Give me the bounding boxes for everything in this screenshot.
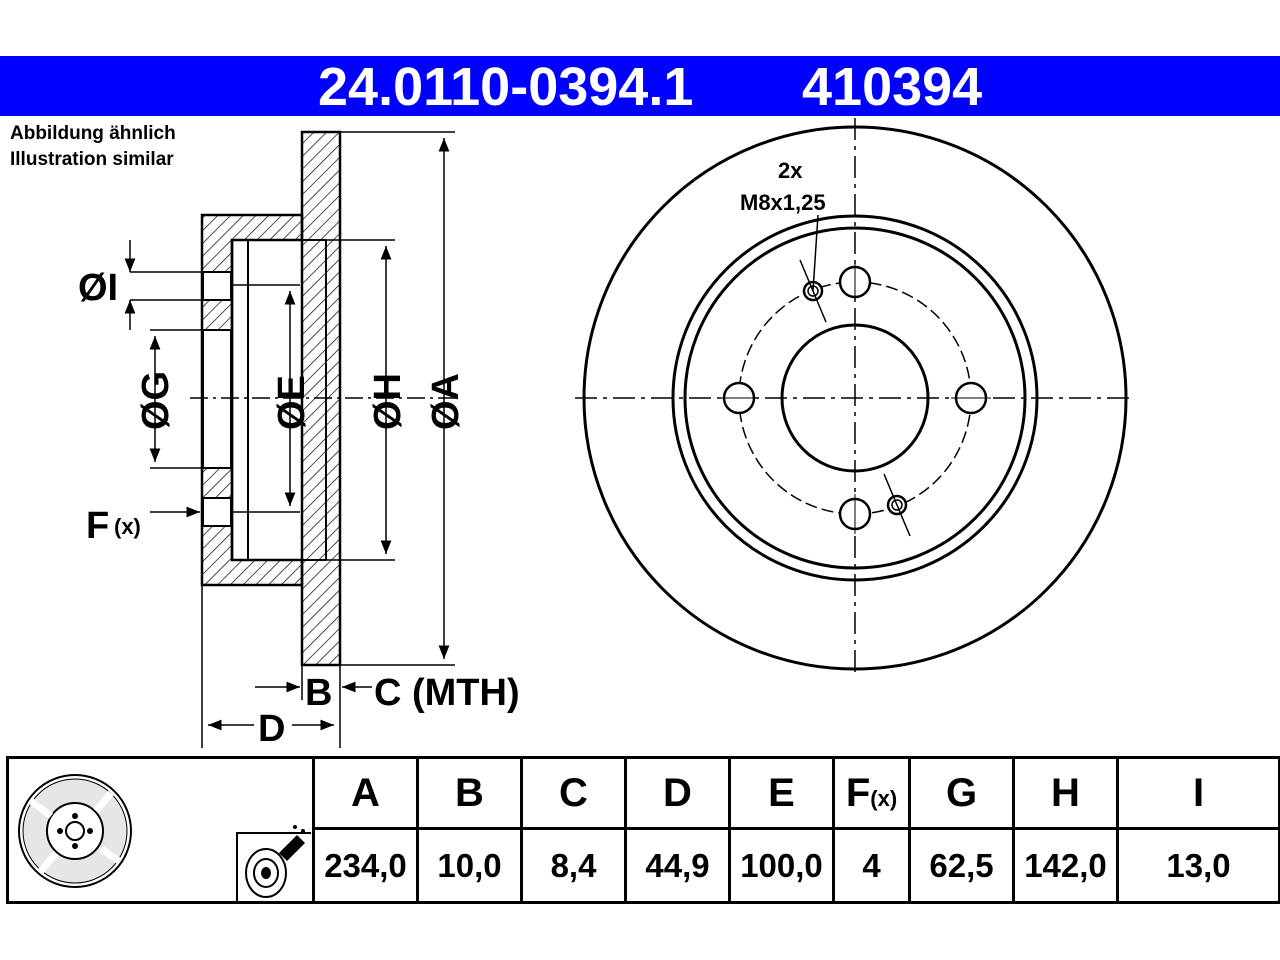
label-F: F [86,505,109,547]
value-A: 234,0 [312,827,419,904]
label-G: ØG [135,371,177,430]
label-H: ØH [367,373,409,430]
product-icons [18,774,311,901]
header-F: F(x) [832,755,911,831]
header-H: H [1012,755,1119,831]
label-A: ØA [425,373,467,430]
note-illustration-de: Abbildung ähnlich [10,123,176,144]
value-B: 10,0 [416,827,523,904]
dim-F: F (x) [86,505,200,547]
icon-cell [6,756,315,904]
front-view: 2x M8x1,25 [575,118,1135,678]
header-B: B [416,755,523,831]
dim-I: ØI [78,240,232,330]
dim-D: D [201,585,334,750]
dim-E: ØE [232,284,313,513]
thread-size: M8x1,25 [740,190,826,215]
header-I: I [1116,755,1280,831]
thread-count: 2x [778,158,803,183]
value-C: 8,4 [520,827,627,904]
cross-section-view [190,130,460,667]
header-A: A [312,755,419,831]
value-F: 4 [832,827,911,904]
spec-table: A B C D E F(x) G H I 234,0 10,0 8,4 44,9… [6,755,1280,904]
dim-G: ØG [135,329,232,469]
header-C: C [520,755,627,831]
title-banner [0,56,1280,116]
header-E: E [728,755,835,831]
technical-drawing: ØI ØG ØE ØH ØA F (x) B [78,118,1135,750]
label-C: C (MTH) [374,672,520,714]
ref-number: 410394 [802,57,983,117]
header-D: D [624,755,731,831]
part-number: 24.0110-0394.1 [318,57,694,117]
value-E: 100,0 [728,827,835,904]
label-B: B [305,672,332,714]
dim-H: ØH [326,239,409,561]
value-D: 44,9 [624,827,731,904]
header-G: G [908,755,1015,831]
spray-cleaning-icon [236,825,311,901]
brake-disc-icon [18,774,132,888]
note-illustration-en: Illustration similar [10,149,174,170]
label-E: ØE [271,375,313,430]
value-I: 13,0 [1116,827,1280,904]
label-D: D [258,708,285,750]
dim-A: ØA [340,131,467,666]
value-H: 142,0 [1012,827,1119,904]
label-F-sub: (x) [114,514,141,539]
label-I: ØI [78,267,118,309]
value-G: 62,5 [908,827,1015,904]
dim-B-C: B C (MTH) [255,665,520,748]
